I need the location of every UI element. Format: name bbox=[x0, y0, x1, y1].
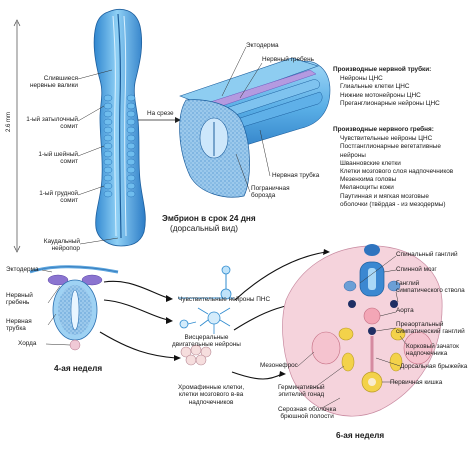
label-adrenal-cortex: Корковый зачаток надпочечника bbox=[406, 343, 459, 358]
list-item: Постганглионарные вегетативные bbox=[340, 143, 441, 151]
list-item: Паутинная и мягкая мозговые bbox=[340, 192, 429, 200]
list-item: Меланоциты кожи bbox=[340, 184, 394, 192]
label-line: брюшной полости bbox=[280, 413, 334, 421]
label-line: надпочечников bbox=[188, 398, 234, 406]
label-occipital-somite: 1-ый затылочный сомит bbox=[26, 116, 78, 131]
label-line: Каудальный bbox=[43, 238, 80, 245]
label-thoracic-somite: 1-ый грудной сомит bbox=[39, 190, 78, 205]
sensory-neuron-cell bbox=[178, 265, 234, 300]
section-view bbox=[179, 46, 331, 198]
label-line: нейропор bbox=[51, 245, 80, 253]
label-line: надпочечника bbox=[406, 350, 448, 358]
label-dorsal-mesentery: Дорсальная брыжейка bbox=[400, 363, 468, 370]
label-line: эпителий гонад bbox=[278, 391, 325, 399]
label-line: сомит bbox=[60, 123, 78, 131]
list-item: Клетки мозгового слоя надпочечников bbox=[340, 168, 454, 176]
visceral-motor-cells bbox=[179, 307, 231, 334]
label-line: Висцеральные bbox=[184, 334, 229, 341]
label-line: Хромафинные клетки, bbox=[178, 384, 245, 391]
label-neural-crest: Нервный гребень bbox=[262, 56, 314, 63]
week4-section bbox=[29, 265, 119, 351]
label-line: Нервный bbox=[6, 292, 33, 299]
label-line: 1-ый затылочный bbox=[26, 116, 78, 123]
label-preaortic-ganglion: Преаортальный симпатический ганглий bbox=[396, 321, 465, 336]
label-aorta: Аорта bbox=[396, 307, 414, 314]
section-arrow-label: На срезе bbox=[147, 110, 174, 117]
week6-section bbox=[282, 244, 443, 417]
scale-bar bbox=[13, 19, 21, 253]
label-line: Слившиеся bbox=[43, 75, 78, 82]
label-week4-tube: Нервная трубка bbox=[6, 318, 32, 333]
label-serous-membrane: Серозная оболочка брюшной полости bbox=[278, 406, 336, 421]
crest-derivatives: Производные нервного гребня: Чувствитель… bbox=[333, 126, 453, 209]
tube-derivatives-title: Производные нервной трубки: bbox=[333, 66, 432, 73]
label-line: Герминативный bbox=[278, 384, 325, 391]
label-line: двигательные нейроны bbox=[172, 341, 241, 349]
label-notochord: Хорда bbox=[18, 340, 37, 347]
chromaffin-cells bbox=[180, 344, 212, 366]
label-line: симпатический ганглий bbox=[396, 328, 465, 336]
label-line: сомит bbox=[60, 158, 78, 166]
embryo-caption-title: Эмбрион в срок 24 дня bbox=[162, 214, 256, 223]
list-item: Глиальные клетки ЦНС bbox=[340, 83, 410, 91]
week4-caption: 4-ая неделя bbox=[54, 364, 103, 373]
label-line: клетки мозгового в-ва bbox=[178, 391, 244, 399]
list-item: Мезенхима головы bbox=[340, 176, 397, 184]
label-mesonephros: Мезонефрос bbox=[260, 362, 298, 369]
label-line: гребень bbox=[6, 299, 30, 307]
label-chromaffin: Хромафинные клетки, клетки мозгового в-в… bbox=[178, 384, 244, 406]
embryo-caption-subtitle: (дорсальный вид) bbox=[170, 224, 238, 233]
label-spinal-cord: Спинной мозг bbox=[396, 266, 437, 273]
label-line: борозда bbox=[251, 192, 276, 200]
list-item: нейроны bbox=[340, 151, 366, 159]
list-item: Чувствительные нейроны ЦНС bbox=[340, 135, 433, 143]
label-spinal-ganglion: Спинальный ганглий bbox=[396, 251, 458, 258]
label-sensory-neurons: Чувствительные нейроны ПНС bbox=[178, 296, 271, 303]
list-item: Нейроны ЦНС bbox=[340, 75, 383, 83]
label-fused-folds: Слившиеся нервные валики bbox=[30, 75, 78, 90]
label-line: симпатического ствола bbox=[396, 287, 465, 295]
label-germinal-epithelium: Герминативный эпителий гонад bbox=[278, 384, 325, 399]
list-item: Преганглионарные нейроны ЦНС bbox=[340, 99, 440, 107]
crest-derivatives-title: Производные нервного гребня: bbox=[333, 126, 434, 133]
label-ectoderm: Эктодерма bbox=[246, 42, 279, 49]
label-week4-crest: Нервный гребень bbox=[6, 292, 33, 307]
tube-derivatives: Производные нервной трубки: Нейроны ЦНС … bbox=[333, 66, 440, 108]
label-line: 1-ый шейный bbox=[38, 151, 78, 158]
label-neural-tube: Нервная трубка bbox=[272, 172, 320, 179]
label-week4-ectoderm: Эктодерма bbox=[6, 266, 39, 273]
label-line: Преаортальный bbox=[396, 321, 444, 328]
label-sympathetic-ganglion: Ганглий симпатического ствола bbox=[396, 280, 465, 295]
label-line: Серозная оболочка bbox=[278, 406, 337, 413]
label-caudal-neuropore: Каудальный нейропор bbox=[44, 238, 80, 253]
list-item: оболочки (твёрдая - из мезодермы) bbox=[340, 200, 446, 208]
label-line: сомит bbox=[60, 197, 78, 205]
label-border-groove: Пограничная борозда bbox=[251, 185, 290, 200]
scale-label: 2.6 mm bbox=[6, 111, 12, 132]
embryo-24-day bbox=[77, 9, 181, 247]
list-item: Нижние мотонейроны ЦНС bbox=[340, 91, 421, 99]
label-line: Корковый зачаток bbox=[406, 343, 459, 350]
label-visceral-motor: Висцеральные двигательные нейроны bbox=[172, 334, 241, 349]
embryo-caption: Эмбрион в срок 24 дня (дорсальный вид) bbox=[162, 214, 256, 234]
label-line: трубка bbox=[6, 325, 26, 333]
week6-caption: 6-ая неделя bbox=[336, 431, 385, 440]
label-line: 1-ый грудной bbox=[39, 190, 78, 197]
label-line: Нервная bbox=[6, 318, 32, 325]
label-line: Пограничная bbox=[251, 185, 290, 192]
label-cervical-somite: 1-ый шейный сомит bbox=[38, 151, 78, 166]
label-line: нервные валики bbox=[29, 82, 78, 90]
label-line: Ганглий bbox=[396, 280, 420, 287]
list-item: Шванновские клетки bbox=[340, 159, 401, 167]
label-primary-gut: Первичная кишка bbox=[390, 379, 443, 386]
